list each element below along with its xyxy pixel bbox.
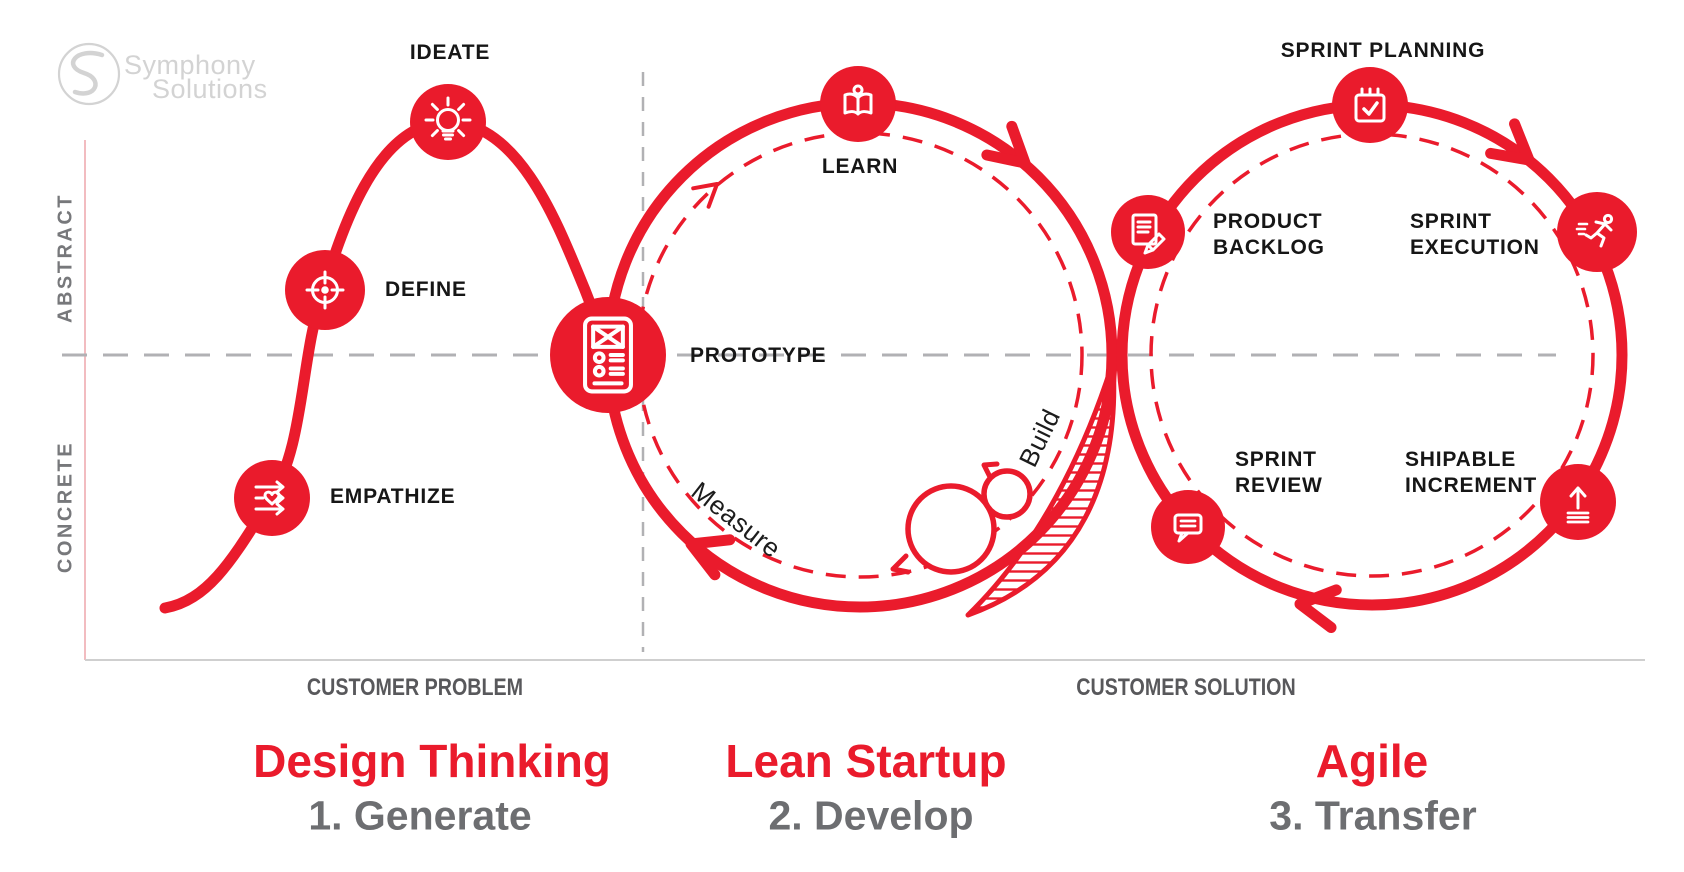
stage-label-prototype: PROTOTYPE: [690, 343, 827, 367]
measure-arrow-icon: [685, 534, 736, 581]
dashed-loop-arrow-icon: [691, 182, 719, 209]
runner-icon: [1575, 213, 1614, 248]
stage-label-product-backlog: PRODUCT BACKLOG: [1213, 210, 1325, 260]
sprint-planning-node: [1332, 67, 1408, 143]
define-node: [285, 250, 365, 330]
calendar-check-icon: [1354, 87, 1386, 123]
section-subtitle-transfer: 3. Transfer: [1269, 792, 1477, 839]
open-book-icon: [843, 84, 873, 116]
stage-label-learn: LEARN: [821, 154, 899, 178]
document-pencil-icon: [1131, 213, 1166, 255]
upload-icon: [1566, 486, 1590, 524]
section-title-design-thinking: Design Thinking: [253, 735, 611, 787]
stage-label-define: DEFINE: [385, 277, 467, 301]
section-title-lean-startup: Lean Startup: [725, 735, 1007, 787]
arrows-heart-icon: [254, 480, 285, 516]
lean-loop-arrow-icon: [981, 120, 1031, 169]
symphony-s-icon: [57, 42, 121, 106]
sprint-review-node: [1151, 490, 1225, 564]
stage-label-ideate: IDEATE: [409, 40, 491, 64]
stage-label-sprint-execution: SPRINT EXECUTION: [1410, 210, 1540, 260]
agile-loop-arrow-icon: [1485, 118, 1535, 166]
ideate-node: [410, 84, 486, 160]
sprint-execution-node: [1557, 192, 1637, 272]
learn-node: [820, 66, 896, 142]
section-subtitle-develop: 2. Develop: [768, 792, 974, 839]
x-axis-label-customer-solution: CUSTOMER SOLUTION: [1076, 674, 1296, 701]
y-axis-label-concrete: CONCRETE: [54, 440, 77, 574]
section-title-agile: Agile: [1315, 735, 1429, 787]
build-slope-hatch: [965, 359, 1117, 618]
speech-bubble-icon: [1173, 513, 1203, 543]
phone-wireframe-icon: [583, 316, 633, 394]
stage-label-empathize: EMPATHIZE: [330, 484, 456, 508]
product-backlog-node: [1111, 195, 1185, 269]
stage-label-shipable-increment: SHIPABLE INCREMENT: [1405, 448, 1538, 498]
target-icon: [305, 270, 345, 310]
agile-bottom-arrow-icon: [1294, 584, 1342, 634]
stage-label-sprint-planning: SPRINT PLANNING: [1280, 38, 1486, 62]
lightbulb-icon: [424, 96, 472, 141]
empathize-node: [234, 460, 310, 536]
logo-text-solutions: Solutions: [152, 74, 268, 104]
snowball-icons: [890, 461, 1033, 575]
stage-label-sprint-review: SPRINT REVIEW: [1235, 448, 1323, 498]
section-subtitle-generate: 1. Generate: [308, 792, 532, 839]
x-axis-label-customer-problem: CUSTOMER PROBLEM: [306, 674, 524, 701]
y-axis-label-abstract: ABSTRACT: [54, 193, 77, 323]
logo-text-symphony: Symphony: [124, 50, 256, 80]
design-thinking-curve: [159, 116, 614, 614]
shipable-increment-node: [1540, 464, 1616, 540]
prototype-node: [550, 297, 666, 413]
